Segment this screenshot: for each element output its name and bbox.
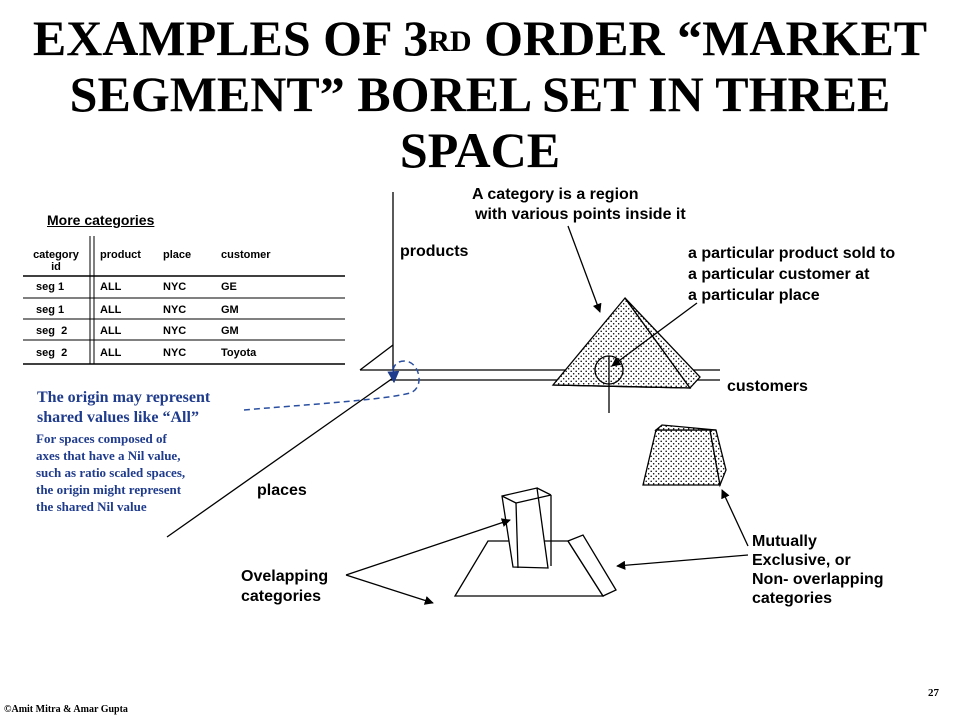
- table-header-place: place: [163, 249, 192, 261]
- particular-point-note: a particular product sold to a particula…: [688, 245, 896, 304]
- table-header-category-id: category id: [33, 249, 79, 273]
- table-cell: ALL: [100, 347, 122, 359]
- title-line2: SEGMENT” BOREL SET IN THREE: [69, 66, 891, 122]
- page-number: 27: [928, 687, 939, 699]
- table-cell: Toyota: [221, 347, 257, 359]
- table-header-customer: customer: [221, 249, 271, 261]
- table-cell: NYC: [163, 325, 187, 337]
- table-cell: seg 2: [36, 347, 68, 359]
- table-cell: seg 1: [36, 281, 65, 293]
- origin-nil-note: For spaces composed of axes that have a …: [36, 431, 186, 514]
- overlapping-shapes: [453, 487, 617, 597]
- overlapping-note: Ovelapping categories: [241, 568, 329, 605]
- origin-note: The origin may represent shared values l…: [37, 389, 211, 426]
- axis-label-customers: customers: [727, 378, 808, 395]
- table-cell: ALL: [100, 304, 122, 316]
- table-cell: NYC: [163, 347, 187, 359]
- table-caption: More categories: [47, 212, 155, 228]
- table-cell: ALL: [100, 281, 122, 293]
- title-line1-prefix: EXAMPLES OF 3: [32, 10, 429, 66]
- table-cell: GM: [221, 304, 239, 316]
- title-line1-sup: RD: [428, 25, 472, 58]
- pyramid-category: [551, 296, 701, 413]
- axis-label-products: products: [400, 243, 469, 260]
- table-cell: NYC: [163, 304, 187, 316]
- category-region-note: A category is a region with various poin…: [472, 186, 686, 223]
- origin-callout: [243, 360, 420, 411]
- table-grid: [23, 236, 345, 365]
- table-header-product: product: [100, 249, 141, 261]
- table-cell: NYC: [163, 281, 187, 293]
- table-cell: ALL: [100, 325, 122, 337]
- table-cell: seg 2: [36, 325, 68, 337]
- title-line1-suffix: ORDER “MARKET: [471, 10, 928, 66]
- table-cell: GE: [221, 281, 237, 293]
- axis-label-places: places: [257, 482, 307, 499]
- page-title: EXAMPLES OF 3RD ORDER “MARKET SEGMENT” B…: [0, 10, 960, 178]
- table-cell: seg 1: [36, 304, 65, 316]
- title-line3: SPACE: [399, 122, 561, 178]
- table-cell: GM: [221, 325, 239, 337]
- exclusive-category-box: [642, 424, 727, 488]
- copyright: ©Amit Mitra & Amar Gupta: [4, 704, 128, 715]
- exclusive-note: Mutually Exclusive, or Non- overlapping …: [752, 533, 884, 607]
- annotation-arrows: [345, 225, 749, 605]
